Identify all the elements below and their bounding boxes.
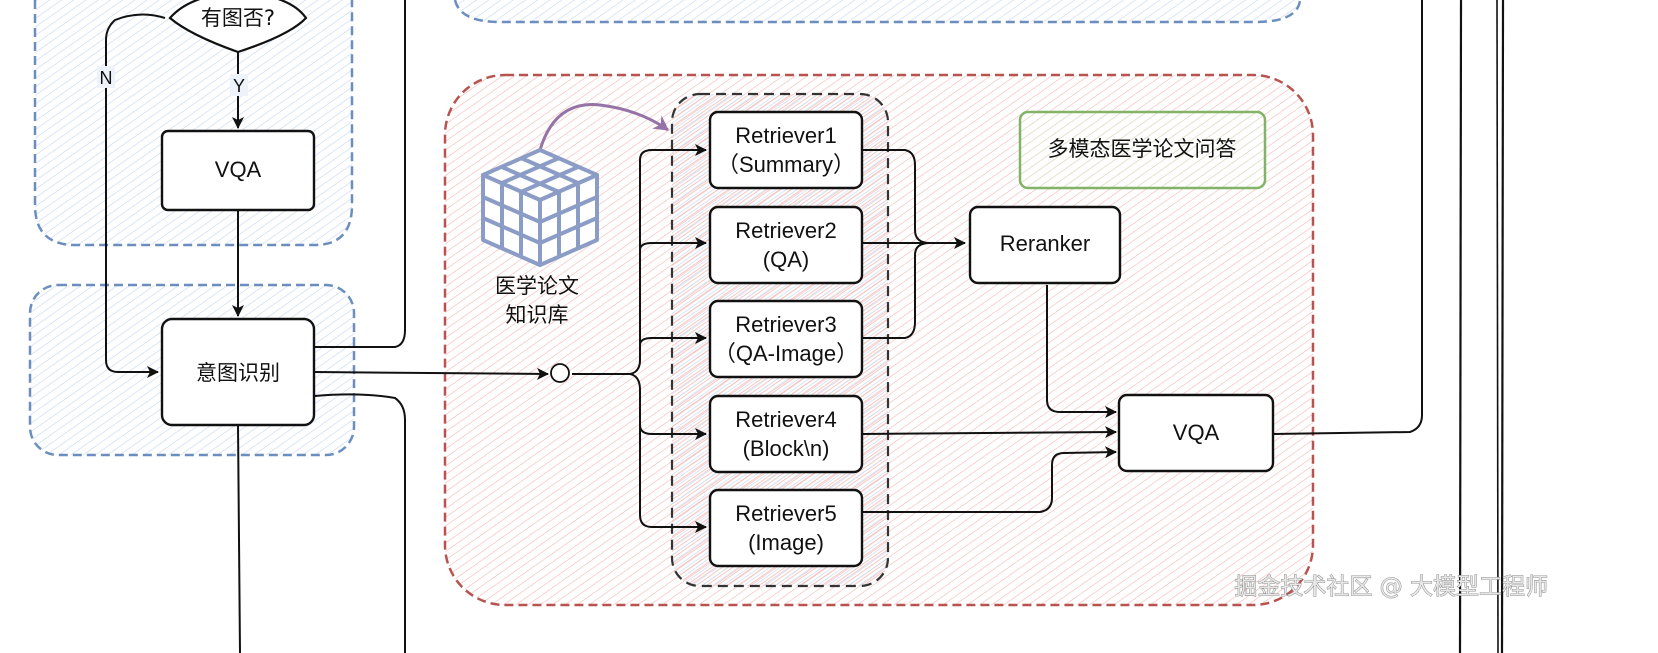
retriever-3-subtitle: （QA-Image） xyxy=(714,341,858,366)
retriever-node-1[interactable]: Retriever1 （Summary） xyxy=(708,110,864,190)
watermark: 掘金技术社区 @ 大模型工程师 xyxy=(1234,574,1548,600)
reranker-label: Reranker xyxy=(1000,231,1090,256)
edge-intent-down xyxy=(314,393,406,653)
title-box: 多模态医学论文问答 xyxy=(1018,110,1267,190)
edge-label-no: N xyxy=(100,68,113,88)
retriever-node-2[interactable]: Retriever2 (QA) xyxy=(708,205,864,285)
retriever-node-3[interactable]: Retriever3 （QA-Image） xyxy=(708,299,864,379)
vqa-top-node[interactable]: VQA xyxy=(160,129,316,212)
group-top-right xyxy=(453,0,1302,24)
database-cube-icon xyxy=(481,148,599,267)
edge-junction xyxy=(572,144,707,375)
edge-decision-no xyxy=(105,13,166,378)
retriever-node-5[interactable]: Retriever5 (Image) xyxy=(708,488,864,568)
vqa-main-label: VQA xyxy=(1173,420,1220,445)
edge-r3-reranker xyxy=(863,242,931,339)
edge-intent-to-retrievers xyxy=(314,367,549,380)
edge-vqa-out xyxy=(1272,0,1423,435)
retriever-2-title: Retriever2 xyxy=(735,218,836,243)
retriever-5-title: Retriever5 xyxy=(735,501,836,526)
diagram-title: 多模态医学论文问答 xyxy=(1048,137,1237,161)
right-border-lines xyxy=(1458,0,1505,653)
intent-node[interactable]: 意图识别 xyxy=(160,317,316,427)
edge-r4-vqa xyxy=(862,426,1117,439)
knowledge-base-label-1: 医学论文 xyxy=(495,274,579,298)
retriever-5-subtitle: (Image) xyxy=(748,530,824,555)
knowledge-base-label-2: 知识库 xyxy=(506,303,569,327)
edge-reranker-vqa xyxy=(1046,285,1117,418)
edge-r5-vqa xyxy=(863,446,1117,513)
junction-knot xyxy=(550,363,570,383)
retriever-4-subtitle: (Block\n) xyxy=(743,436,830,461)
reranker-node[interactable]: Reranker xyxy=(968,205,1122,285)
edge-label-yes: Y xyxy=(233,76,245,96)
edge-intent-bottom xyxy=(237,424,241,653)
retriever-1-title: Retriever1 xyxy=(735,123,836,148)
decision-node[interactable]: 有图否? xyxy=(168,0,308,54)
edge-kb-to-retrievers xyxy=(538,103,669,151)
retriever-3-title: Retriever3 xyxy=(735,312,836,337)
edges xyxy=(105,0,1423,653)
vqa-top-label: VQA xyxy=(215,157,262,182)
retriever-4-title: Retriever4 xyxy=(735,407,836,432)
decision-label: 有图否? xyxy=(201,6,275,30)
retriever-2-subtitle: (QA) xyxy=(763,247,809,272)
intent-label: 意图识别 xyxy=(196,361,280,385)
vqa-main-node[interactable]: VQA xyxy=(1117,393,1275,473)
edge-intent-up xyxy=(315,0,406,348)
retriever-node-4[interactable]: Retriever4 (Block\n) xyxy=(708,394,864,474)
retriever-1-subtitle: （Summary） xyxy=(717,152,855,177)
